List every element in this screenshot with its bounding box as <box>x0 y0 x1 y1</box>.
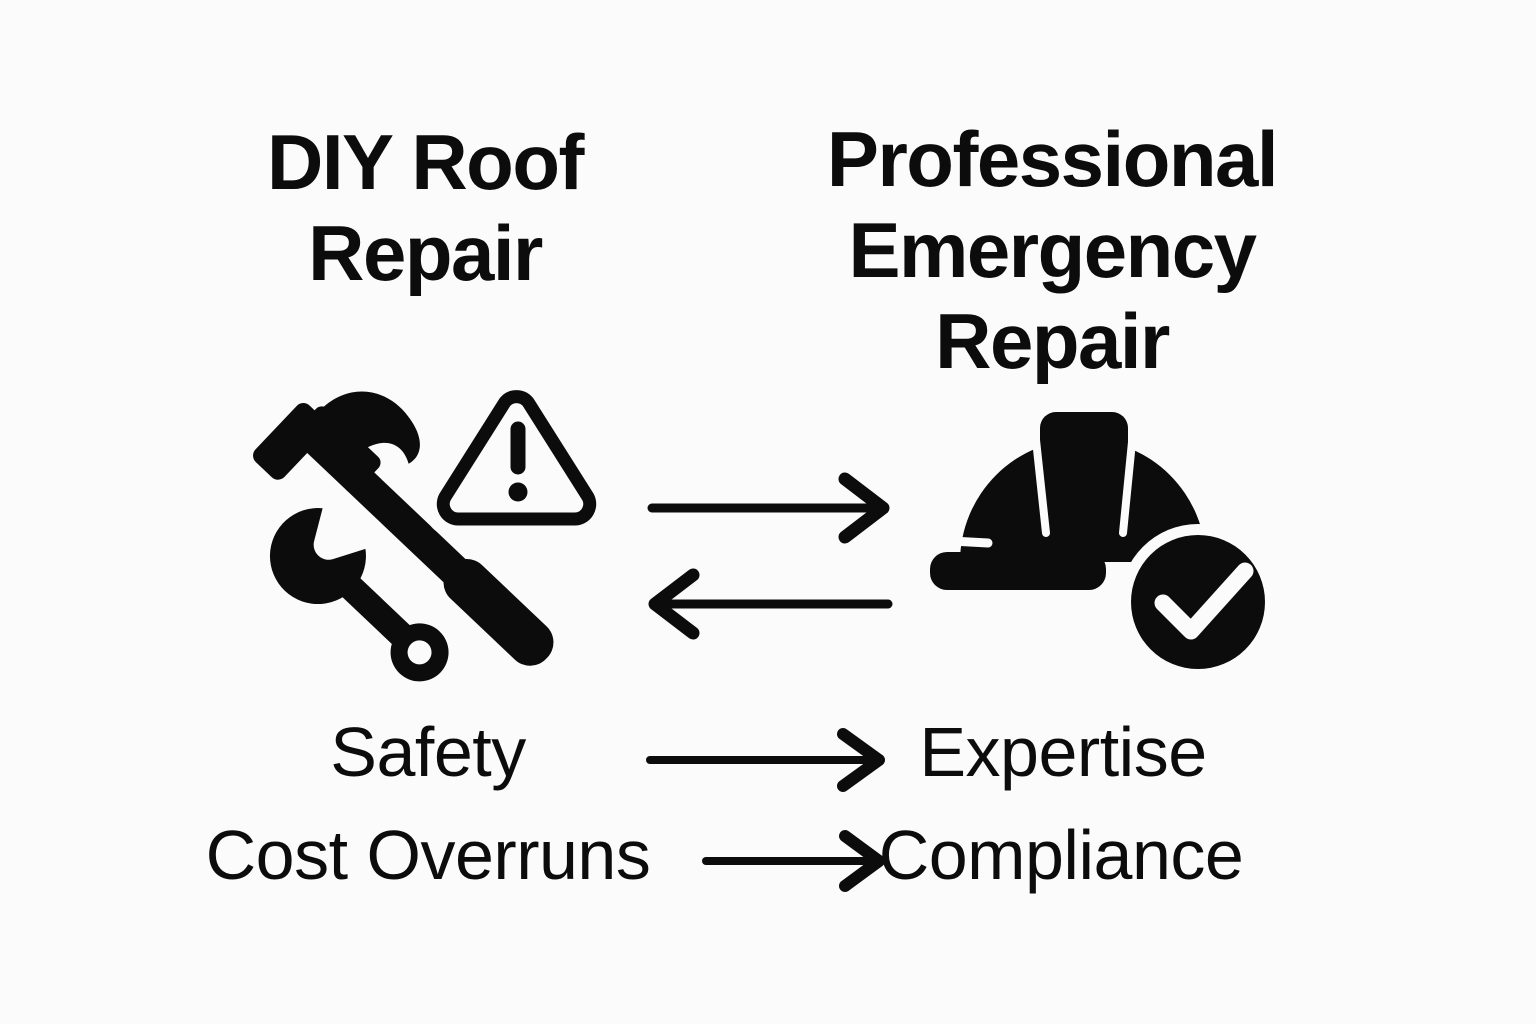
left-column-title: DIY Roof Repair <box>267 117 584 299</box>
right-row2-label: Compliance <box>878 816 1244 894</box>
tools-icon <box>253 391 554 682</box>
check-circle-icon <box>1120 524 1276 680</box>
left-title-line-2: Repair <box>308 209 543 297</box>
right-title-line-2: Emergency <box>848 206 1257 294</box>
left-title-line-1: DIY Roof <box>267 118 584 206</box>
right-title-line-1: Professional <box>826 115 1279 203</box>
warning-triangle-icon <box>426 369 606 535</box>
right-row1-label: Expertise <box>919 713 1207 791</box>
arrow-right-icon <box>647 472 890 544</box>
left-row1-label: Safety <box>330 713 526 791</box>
exclamation-dot <box>508 482 528 502</box>
wrench-icon <box>269 508 449 682</box>
right-title-line-3: Repair <box>935 297 1170 385</box>
hard-hat-icon <box>928 412 1276 680</box>
left-row2-label: Cost Overruns <box>205 816 651 894</box>
hammer-icon <box>253 391 554 666</box>
cost-compliance-arrow-icon <box>702 830 885 892</box>
safety-expertise-arrow-icon <box>646 728 885 792</box>
right-column-title: Professional Emergency Repair <box>826 114 1279 387</box>
arrow-left-icon <box>648 568 893 640</box>
